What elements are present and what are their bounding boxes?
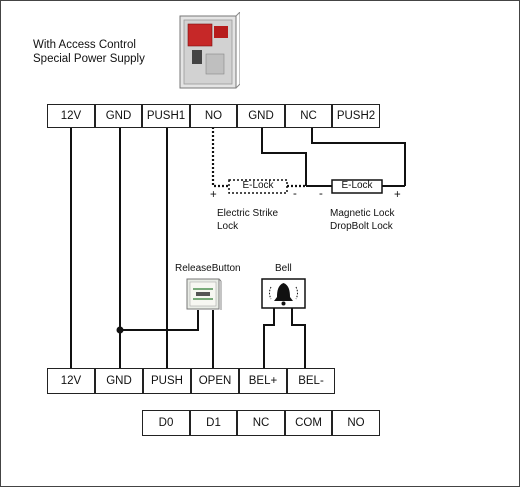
bottom-terminal-12v: 12V: [47, 368, 95, 394]
power-supply-caption-line1: With Access Control: [33, 39, 136, 51]
relay-terminal-d1: D1: [190, 410, 237, 436]
magnetic-lock-label-line2: DropBolt Lock: [330, 221, 393, 232]
bottom-terminal-gnd: GND: [95, 368, 143, 394]
top-terminal-push1: PUSH1: [142, 104, 190, 128]
top-terminal-no: NO: [190, 104, 237, 128]
bottom-terminal-bel-plus: BEL+: [239, 368, 287, 394]
electric-strike-minus-sign: -: [293, 188, 297, 200]
power-supply-icon: [179, 12, 240, 89]
relay-terminal-d0: D0: [142, 410, 190, 436]
magnetic-lock-plus-sign: +: [394, 189, 401, 201]
relay-terminal-nc: NC: [237, 410, 285, 436]
electric-strike-box-label: E-Lock: [242, 180, 274, 191]
magnetic-lock-label-line1: Magnetic Lock: [330, 208, 395, 219]
bottom-terminal-bel-minus: BEL-: [287, 368, 335, 394]
release-button-icon: [186, 278, 222, 310]
power-supply-caption-line2: Special Power Supply: [33, 53, 145, 65]
top-terminal-12v: 12V: [47, 104, 95, 128]
relay-terminal-com: COM: [285, 410, 332, 436]
release-button-label: ReleaseButton: [175, 263, 241, 274]
top-terminal-gnd-2: GND: [237, 104, 285, 128]
bottom-terminal-push: PUSH: [143, 368, 191, 394]
relay-terminal-no: NO: [332, 410, 380, 436]
top-terminal-gnd: GND: [95, 104, 142, 128]
electric-strike-plus-sign: +: [210, 189, 217, 201]
bottom-terminal-open: OPEN: [191, 368, 239, 394]
bell-icon: [261, 278, 306, 309]
electric-strike-label-line1: Electric Strike: [217, 208, 279, 219]
top-terminal-nc: NC: [285, 104, 332, 128]
magnetic-lock-box-label: E-Lock: [341, 180, 373, 191]
electric-strike-label-line2: Lock: [217, 221, 239, 232]
bell-label: Bell: [275, 263, 292, 274]
magnetic-lock-minus-sign: -: [319, 188, 323, 200]
top-terminal-push2: PUSH2: [332, 104, 380, 128]
